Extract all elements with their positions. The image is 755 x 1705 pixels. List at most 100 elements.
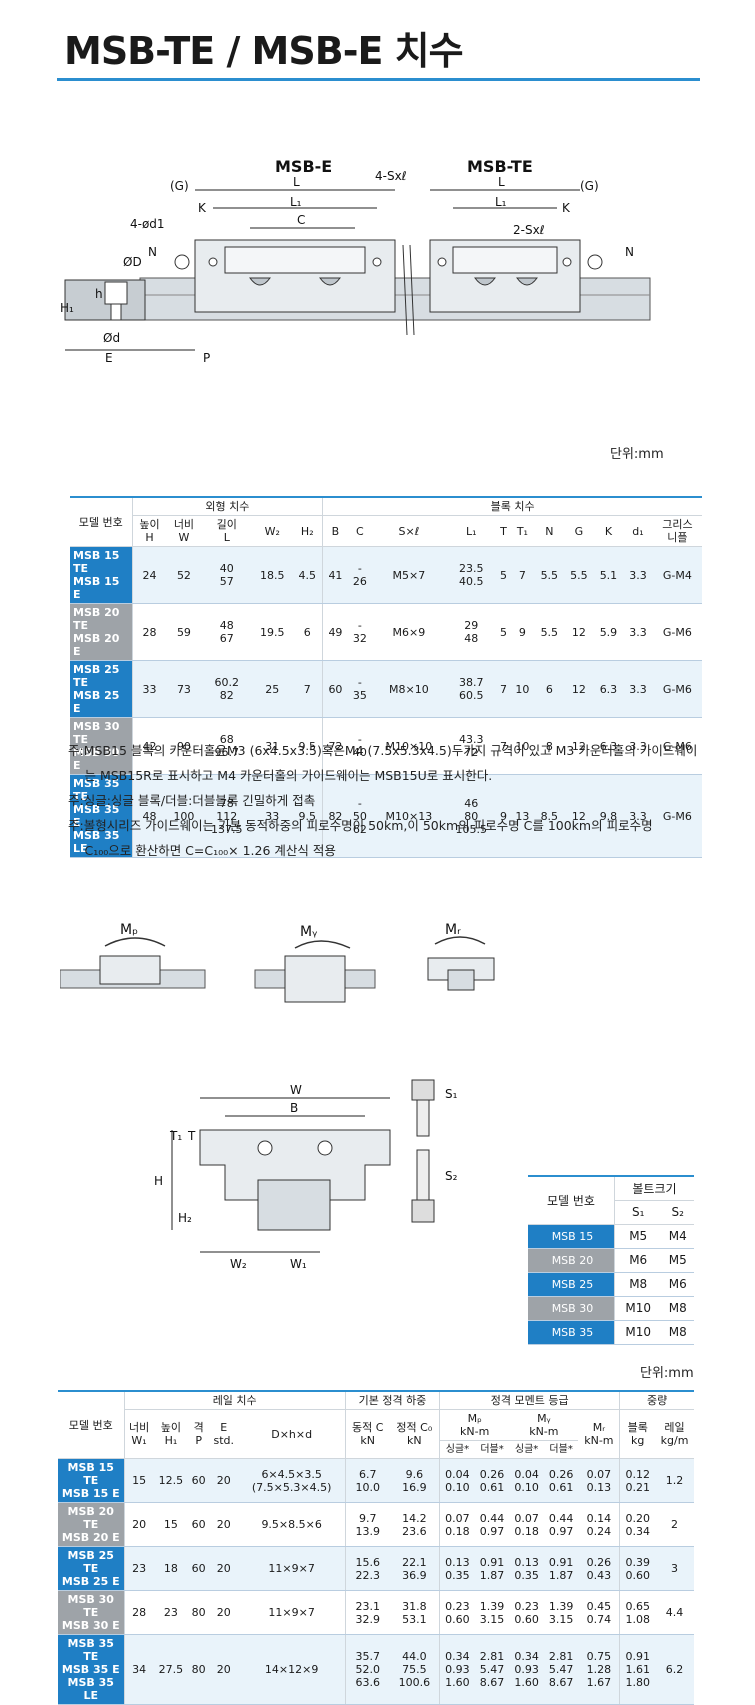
cell-T1: 10: [510, 660, 535, 718]
col-header-9: T: [496, 515, 511, 547]
dim-4sx: 4-Sxℓ: [375, 169, 407, 183]
dim-h1: H₁: [60, 301, 74, 315]
cell-rail: 6.2: [655, 1634, 694, 1705]
cell-W2: 19.5: [252, 603, 293, 661]
cell-E: 20: [209, 1502, 239, 1547]
cell-s2: M6: [661, 1272, 694, 1297]
cell-G: 12: [564, 660, 594, 718]
col-header-13: K: [593, 515, 624, 547]
fig2-t1: T₁: [169, 1129, 182, 1143]
dim-k-right: K: [562, 201, 571, 215]
fig2-s1: S₁: [445, 1087, 458, 1101]
msb-e-label: MSB-E: [275, 157, 332, 176]
col-header-14: d₁: [623, 515, 653, 547]
cell-T1: 7: [510, 546, 535, 604]
dim-h: h: [95, 287, 103, 301]
cell-nip: G-M4: [652, 546, 702, 604]
mp-label: Mₚ: [120, 922, 138, 938]
col-model: 모델 번호: [528, 1175, 615, 1225]
cell-rail: 4.4: [655, 1590, 694, 1635]
col-header-7: S×ℓ: [371, 515, 446, 547]
fig2-t: T: [187, 1129, 196, 1143]
cell-S: M6×9: [371, 603, 446, 661]
cell-s1: M6: [613, 1248, 662, 1273]
cell-nip: G-M6: [652, 717, 702, 775]
col-model: 모델 번호: [70, 496, 132, 547]
dim-2sx: 2-Sxℓ: [513, 223, 545, 237]
title-underline: [57, 78, 700, 81]
cell-d1: 3.3: [623, 717, 653, 775]
cell-N: 8: [534, 717, 565, 775]
cell-H: 24: [131, 546, 167, 604]
col-header-5: B: [322, 515, 348, 547]
cell-T: 5: [496, 603, 511, 661]
cell-H2: 9.5: [292, 774, 323, 858]
cell-K: 9.8: [593, 774, 624, 858]
cell-G: 12: [564, 717, 594, 775]
cell-nip: G-M6: [652, 603, 702, 661]
cell-E: 20: [209, 1634, 239, 1705]
cell-D: 14×12×9: [238, 1634, 346, 1705]
cell-d1: 3.3: [623, 603, 653, 661]
cell-S: M10×13: [371, 774, 446, 858]
cell-B: 41: [322, 546, 348, 604]
cell-K: 5.1: [593, 546, 624, 604]
cell-H2: 4.5: [292, 546, 323, 604]
col-s1: S₁: [613, 1200, 662, 1225]
cell-W1: 20: [123, 1502, 154, 1547]
dim-k-left: K: [198, 201, 207, 215]
cell-s2: M4: [661, 1224, 694, 1249]
fig2-h2: H₂: [178, 1211, 192, 1225]
cell-W: 90: [166, 717, 202, 775]
cell-T1: 13: [510, 774, 535, 858]
cell-H: 42: [131, 717, 167, 775]
cell-W2: 18.5: [252, 546, 293, 604]
cell-D: 11×9×7: [238, 1590, 346, 1635]
mr-label: Mᵣ: [445, 922, 461, 938]
cell-S: M8×10: [371, 660, 446, 718]
col-s2: S₂: [661, 1200, 694, 1225]
cell-s2: M8: [661, 1296, 694, 1321]
cell-P: 60: [188, 1458, 210, 1503]
cell-W2: 25: [252, 660, 293, 718]
cell-rail: 3: [655, 1546, 694, 1591]
cell-W: 59: [166, 603, 202, 661]
cell-N: 5.5: [534, 546, 565, 604]
col-model: 모델 번호: [58, 1390, 124, 1459]
cell-N: 8.5: [534, 774, 565, 858]
fig2-h: H: [154, 1174, 163, 1188]
cell-K: 5.9: [593, 603, 624, 661]
group-moment: 정격 모멘트 등급: [439, 1390, 620, 1410]
dim-l1-right: L₁: [495, 195, 507, 209]
col-header-11: N: [534, 515, 565, 547]
dim-g-right: (G): [580, 179, 599, 193]
